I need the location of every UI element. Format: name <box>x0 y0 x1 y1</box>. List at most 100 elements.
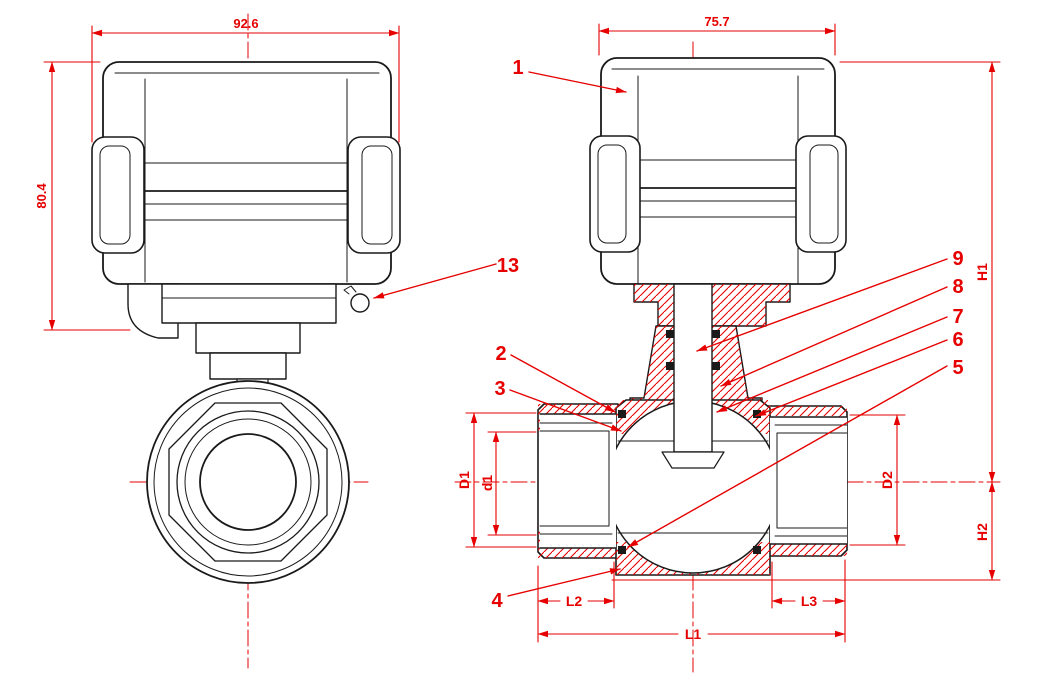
dim-h2-label: H2 <box>974 523 990 541</box>
callout-13-leader <box>373 263 497 299</box>
hex-nut-octagon <box>168 402 328 562</box>
left-thread-lines <box>539 422 613 535</box>
o-ring <box>666 362 674 370</box>
left-clamp-tab-inner <box>597 144 627 244</box>
right-clamp-tab-inner <box>361 145 393 245</box>
callout-9-leader <box>696 258 948 352</box>
callout-1: 1 <box>512 57 627 94</box>
dim-d2-label: D2 <box>879 471 895 489</box>
dim-l1-label: L1 <box>685 626 702 642</box>
callout-3-number: 3 <box>494 378 505 400</box>
right-bore-opening <box>770 417 847 544</box>
callout-8: 8 <box>720 276 964 387</box>
dim-h1: H1 <box>839 61 1001 483</box>
left-valve-end-view <box>146 380 350 584</box>
callout-2-number: 2 <box>495 343 506 365</box>
callout-2-leader <box>510 354 616 413</box>
left-cap-bottom-hatch <box>538 546 618 558</box>
dim-right-width: 75.7 <box>598 14 836 56</box>
seat <box>618 410 626 418</box>
right-body-section <box>537 283 848 576</box>
o-ring <box>712 362 720 370</box>
bore-circle <box>199 433 297 531</box>
cable-gland-screw <box>350 293 370 313</box>
callout-6-leader <box>755 339 948 417</box>
dim-right-width-label: 75.7 <box>704 14 729 29</box>
o-ring <box>666 330 674 338</box>
callout-7-leader <box>716 316 948 413</box>
stem-tip <box>661 451 725 469</box>
callout-2: 2 <box>495 343 616 413</box>
left-clamp-tab <box>589 135 641 253</box>
callout-7-number: 7 <box>952 306 963 328</box>
dim-d1-inner: d1 <box>479 431 537 536</box>
callout-3: 3 <box>494 378 622 432</box>
left-cap-top-hatch <box>538 404 618 414</box>
left-bracket-stem <box>127 283 370 394</box>
left-clamp-tab <box>91 136 145 254</box>
right-clamp-tab <box>347 136 401 254</box>
callout-5: 5 <box>627 357 964 548</box>
dim-left-width: 92.6 <box>91 16 400 143</box>
right-thread-lines <box>774 424 848 537</box>
cable-gland-tab <box>343 285 357 295</box>
callout-13: 13 <box>373 255 519 299</box>
callout-4: 4 <box>491 568 621 612</box>
callout-4-number: 4 <box>491 590 503 612</box>
callout-5-number: 5 <box>952 357 963 379</box>
body-outer-inner-circle <box>153 387 343 577</box>
seat <box>753 546 761 554</box>
right-actuator-housing <box>589 57 847 315</box>
dim-d1-label: D1 <box>456 471 472 489</box>
dim-d2: D2 <box>849 414 906 546</box>
callouts: 1 2 3 4 9 8 7 <box>491 57 963 612</box>
callout-1-number: 1 <box>512 57 523 79</box>
callout-4-leader <box>507 568 621 597</box>
callout-8-leader <box>720 286 948 387</box>
dim-l1: L1 <box>537 559 846 643</box>
left-view: 92.6 80.4 13 <box>34 13 519 669</box>
right-threaded-bore <box>769 416 848 545</box>
right-view: 75.7 H1 H2 D2 D1 <box>454 14 1001 673</box>
dim-left-width-label: 92.6 <box>233 16 258 31</box>
callout-9-number: 9 <box>952 248 963 270</box>
dim-d1-inner-label: d1 <box>479 475 495 492</box>
right-clamp-tab-inner <box>809 144 839 244</box>
dim-h2: H2 <box>611 481 1001 581</box>
left-actuator-housing <box>91 61 401 285</box>
right-cap-top-hatch <box>768 406 847 416</box>
thread-circle-inner <box>184 418 312 546</box>
dim-l3-label: L3 <box>801 593 818 609</box>
left-threaded-bore <box>539 413 617 549</box>
callout-1-leader <box>528 71 627 94</box>
stem-o-rings <box>666 330 720 370</box>
dim-l2-label: L2 <box>566 593 583 609</box>
o-ring <box>712 330 720 338</box>
dim-left-height: 80.4 <box>34 61 131 331</box>
callout-9: 9 <box>696 248 964 352</box>
right-bore-outline <box>769 416 848 545</box>
right-cap-bottom-hatch <box>768 544 847 556</box>
stem-shaft <box>673 283 713 453</box>
left-clamp-tab-inner <box>99 145 131 245</box>
dim-d1-outer: D1 <box>456 412 537 548</box>
seat <box>618 546 626 554</box>
callout-6-number: 6 <box>952 329 963 351</box>
bracket-body <box>161 283 337 324</box>
callout-13-number: 13 <box>497 255 519 277</box>
callout-7: 7 <box>716 306 964 413</box>
left-bore-opening <box>540 414 616 548</box>
dim-left-height-label: 80.4 <box>34 183 49 209</box>
left-bore-outline <box>539 413 617 549</box>
stem-lower <box>209 352 287 380</box>
dim-h1-label: H1 <box>974 263 990 281</box>
callout-6: 6 <box>755 329 964 417</box>
dim-l3: L3 <box>771 561 846 609</box>
right-clamp-tab <box>795 135 847 253</box>
thread-circle-outer <box>176 410 320 554</box>
callout-3-leader <box>509 389 622 432</box>
callout-5-leader <box>627 365 948 548</box>
callout-8-number: 8 <box>952 276 963 298</box>
